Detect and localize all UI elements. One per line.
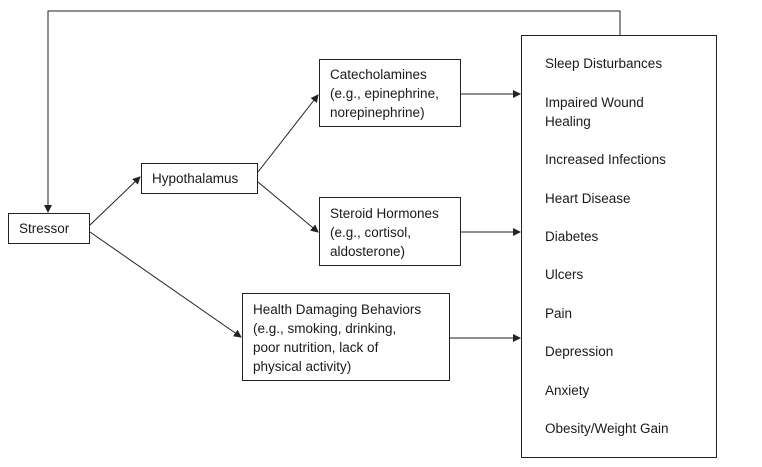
outcome-label: Impaired Wound (545, 95, 644, 110)
outcome-label: Heart Disease (545, 191, 631, 206)
outcome-label: Diabetes (545, 229, 599, 244)
outcome-label: Obesity/Weight Gain (545, 421, 669, 436)
outcome-heart-disease: Heart Disease (545, 189, 631, 208)
outcome-label: Sleep Disturbances (545, 56, 663, 71)
catecholamines-label: Catecholamines (330, 67, 427, 82)
outcome-depression: Depression (545, 342, 613, 361)
outcome-label-continued: Healing (545, 114, 591, 129)
outcome-label: Pain (545, 306, 573, 321)
steroid-hormones-label: Steroid Hormones (330, 206, 439, 221)
edge-hypothalamus-to-catecholamines (257, 94, 319, 173)
edge-feedback-outcomes-to-stressor (44, 10, 621, 213)
edge-stressor-to-hypothalamus (89, 176, 141, 226)
health-behaviors-box: Health Damaging Behaviors (e.g., smoking… (242, 293, 450, 381)
outcome-diabetes: Diabetes (545, 227, 598, 246)
edge-stressor-to-behaviors (89, 231, 242, 338)
hypothalamus-box: Hypothalamus (141, 163, 258, 194)
outcome-pain: Pain (545, 304, 572, 323)
outcome-label: Increased Infections (545, 152, 666, 167)
outcome-ulcers: Ulcers (545, 265, 583, 284)
outcome-increased-infections: Increased Infections (545, 150, 666, 169)
outcome-sleep-disturbances: Sleep Disturbances (545, 54, 662, 73)
catecholamines-box: Catecholamines (e.g., epinephrine, norep… (319, 59, 461, 127)
health-outcomes-box: Sleep Disturbances Impaired Wound Healin… (521, 35, 717, 458)
steroid-hormones-box: Steroid Hormones (e.g., cortisol, aldost… (319, 197, 461, 266)
steroid-hormones-example-line-2: aldosterone) (330, 244, 406, 259)
stressor-box: Stressor (8, 213, 90, 244)
outcome-impaired-wound-healing: Impaired Wound Healing (545, 93, 644, 131)
outcome-label: Ulcers (545, 267, 584, 282)
health-behaviors-example-line-3: physical activity) (253, 359, 352, 374)
outcome-label: Anxiety (545, 383, 590, 398)
health-behaviors-example-line-1: (e.g., smoking, drinking, (253, 321, 397, 336)
hypothalamus-label: Hypothalamus (152, 171, 239, 186)
catecholamines-example-line-2: norepinephrine) (330, 105, 425, 120)
catecholamines-example-line-1: (e.g., epinephrine, (330, 86, 439, 101)
outcome-label: Depression (545, 344, 614, 359)
steroid-hormones-example-line-1: (e.g., cortisol, (330, 225, 412, 240)
stressor-label: Stressor (19, 221, 70, 236)
health-behaviors-label: Health Damaging Behaviors (253, 302, 422, 317)
outcome-obesity-weight-gain: Obesity/Weight Gain (545, 419, 669, 438)
outcome-anxiety: Anxiety (545, 381, 589, 400)
health-behaviors-example-line-2: poor nutrition, lack of (253, 340, 379, 355)
edge-hypothalamus-to-steroids (257, 181, 319, 233)
